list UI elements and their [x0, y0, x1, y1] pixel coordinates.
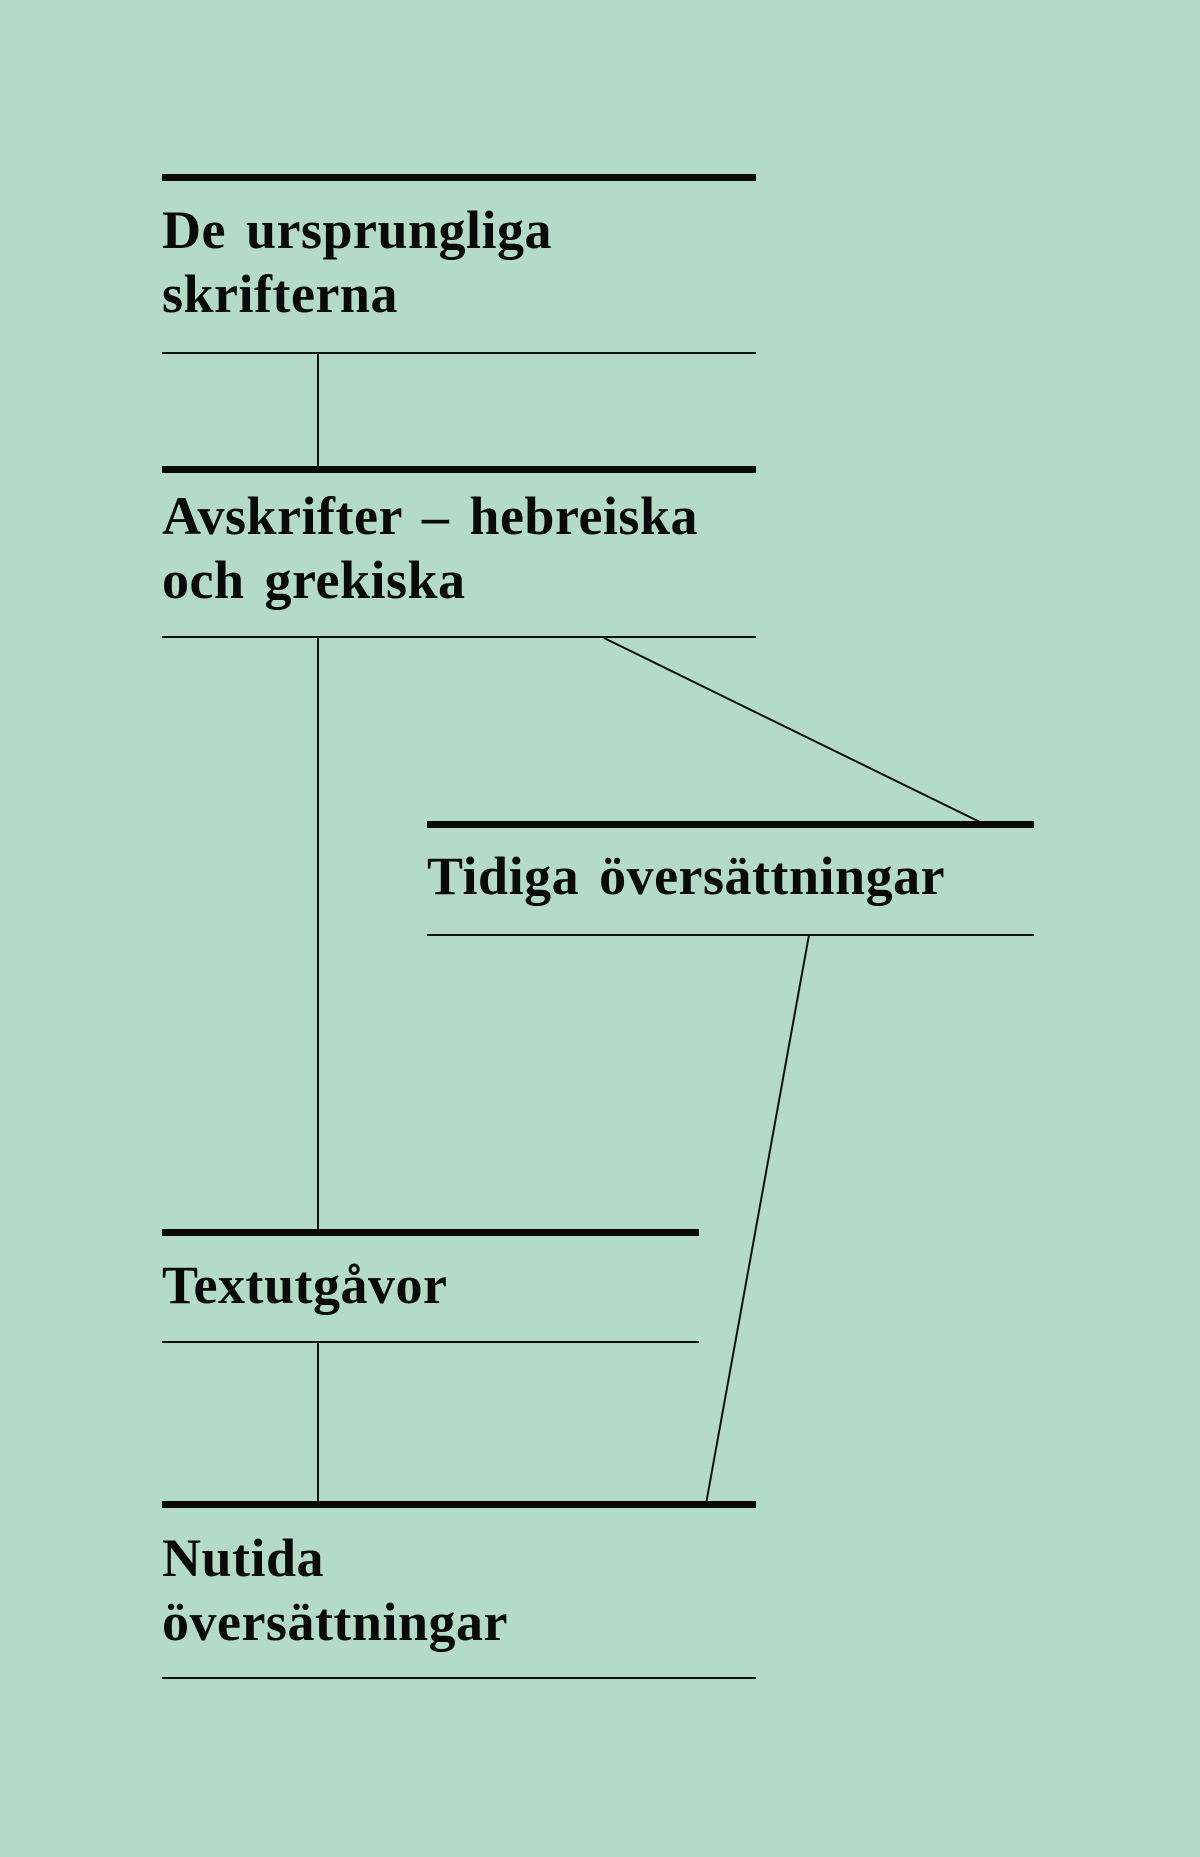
node-early-translations-label: Tidiga översättningar	[427, 844, 945, 908]
node-copies-line2: och grekiska	[162, 550, 466, 610]
node-text-editions-line1: Textutgåvor	[162, 1255, 448, 1315]
node-originals-top-rule	[162, 174, 756, 181]
node-early-translations-line1: Tidiga översättningar	[427, 846, 946, 906]
node-early-translations-top-rule	[427, 821, 1034, 828]
node-modern-translations-line2: översättningar	[162, 1592, 508, 1652]
node-originals-label: De ursprungliga skrifterna	[162, 198, 552, 326]
node-copies-top-rule	[162, 466, 756, 473]
node-copies-line1: Avskrifter – hebreiska	[162, 486, 698, 546]
node-text-editions-label: Textutgåvor	[162, 1253, 448, 1317]
node-text-editions-top-rule	[162, 1229, 699, 1236]
node-modern-translations-label: Nutida översättningar	[162, 1526, 508, 1654]
node-modern-translations-bottom-rule	[162, 1677, 756, 1679]
node-originals-line2: skrifterna	[162, 264, 398, 324]
node-modern-translations-top-rule	[162, 1501, 756, 1508]
node-text-editions-bottom-rule	[162, 1341, 699, 1343]
node-copies-bottom-rule	[162, 636, 756, 638]
node-originals-line1: De ursprungliga	[162, 200, 553, 260]
node-modern-translations-line1: Nutida	[162, 1528, 325, 1588]
edge-early-translations-to-modern	[705, 934, 810, 1505]
node-originals-bottom-rule	[162, 352, 756, 354]
edge-copies-to-early-translations	[603, 637, 985, 825]
node-copies-label: Avskrifter – hebreiska och grekiska	[162, 484, 698, 612]
node-early-translations-bottom-rule	[427, 934, 1034, 936]
